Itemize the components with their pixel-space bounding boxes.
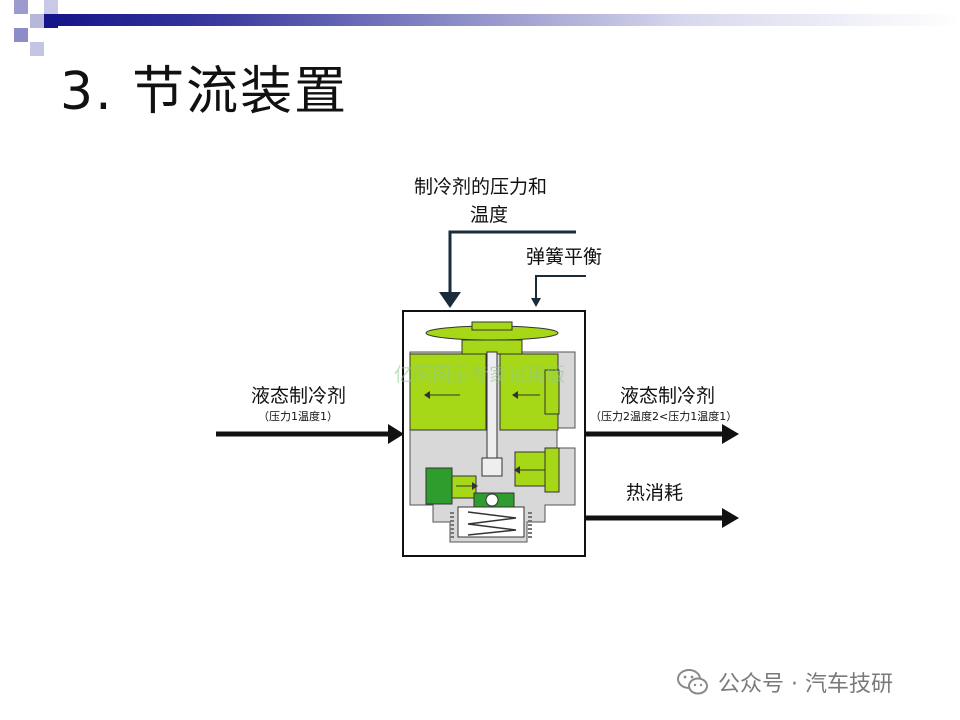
pressure-arrow-head: [439, 292, 461, 308]
footer-text: 公众号 · 汽车技研: [718, 672, 893, 697]
pressure-temp-label: 制冷剂的压力和: [414, 176, 548, 198]
wechat-icon: [677, 669, 708, 695]
diaphragm-head: [471, 321, 513, 331]
pressure-temp-label-2: 温度: [470, 204, 509, 226]
watermark: 亿图图示专家试用版: [394, 364, 566, 386]
stem-guide: [481, 457, 503, 477]
slide-title: 3. 节流装置: [60, 62, 349, 122]
inlet-label: 液态制冷剂: [251, 385, 347, 407]
deco-square: [44, 0, 58, 14]
header-band: [0, 0, 960, 60]
pressure-arrow-line: [448, 230, 576, 298]
spring-arrow-line: [535, 275, 586, 300]
heat-consumption-label: 热消耗: [626, 482, 684, 504]
upper-left-chamber: [409, 353, 487, 431]
deco-square: [14, 28, 28, 42]
deco-square: [30, 42, 44, 56]
lower-right-port: [544, 447, 560, 493]
inlet-chamber-dark: [425, 467, 453, 505]
deco-square: [44, 14, 58, 28]
flow-marker-head: [472, 482, 478, 490]
flow-marker-head: [514, 466, 520, 474]
outlet-arrow-head: [722, 424, 739, 444]
outlet-sublabel: （压力2温度2<压力1温度1）: [590, 410, 738, 423]
inlet-sublabel: （压力1温度1）: [258, 410, 338, 423]
spring-arrow-head: [531, 298, 541, 307]
flow-marker-head: [512, 391, 518, 399]
outlet-label: 液态制冷剂: [620, 385, 716, 407]
flow-marker-head: [424, 391, 430, 399]
footer-attribution: 公众号 · 汽车技研: [676, 664, 893, 700]
spring-balance-label: 弹簧平衡: [526, 246, 603, 268]
heat-arrow-head: [722, 508, 739, 528]
valve-spring: [467, 511, 517, 536]
deco-square: [30, 14, 44, 28]
deco-square: [14, 0, 28, 14]
inlet-arrow-head: [388, 424, 404, 444]
valve-ball: [485, 493, 499, 507]
header-gradient-bar: [58, 14, 960, 26]
upper-right-port: [544, 369, 560, 415]
